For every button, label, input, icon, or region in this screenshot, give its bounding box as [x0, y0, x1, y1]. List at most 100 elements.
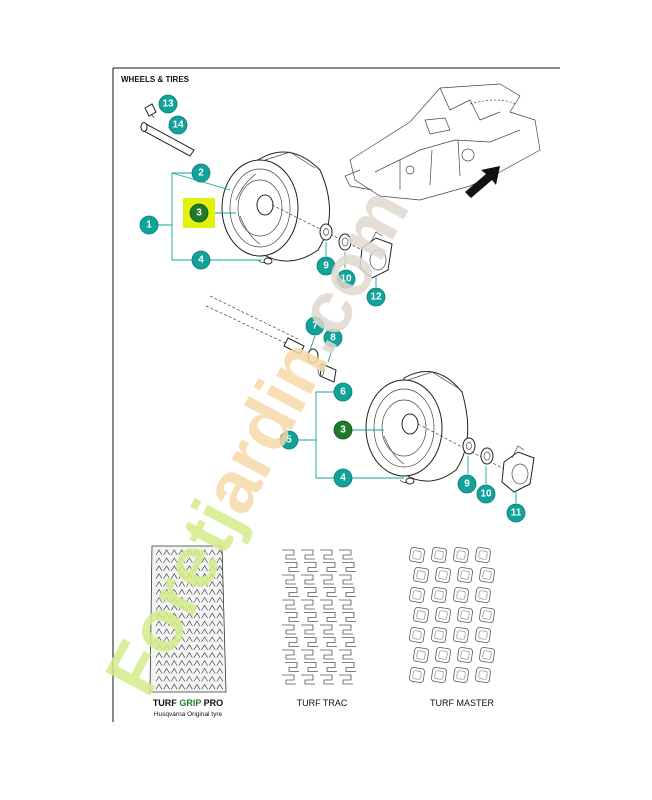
tread-lug-inner	[438, 650, 448, 660]
tread-lug-inner	[434, 630, 444, 640]
tread-lug	[208, 596, 216, 603]
tread-lug	[301, 649, 315, 660]
tread-lug	[216, 573, 224, 579]
tread-lug	[163, 636, 170, 643]
tread-lug	[339, 599, 353, 610]
turf-trac-label: TURF TRAC	[297, 698, 348, 708]
svg-text:9: 9	[464, 479, 470, 490]
tread-lug	[155, 652, 163, 658]
tread-lug	[216, 667, 224, 674]
tread-lug	[163, 620, 170, 627]
tread-lug	[320, 674, 334, 685]
callout-5[interactable]: 5	[279, 430, 299, 450]
tread-lug	[170, 667, 178, 674]
tread-lug-inner	[478, 550, 488, 560]
callout-2-upper[interactable]: 2	[191, 163, 211, 183]
valve-stem-lower	[399, 477, 415, 485]
callout-10-lower[interactable]: 10	[476, 484, 496, 504]
tread-lug	[186, 573, 193, 579]
tread-lug	[208, 573, 216, 579]
tread-lug	[186, 588, 193, 595]
tread-lug	[208, 660, 216, 666]
tread-lug	[304, 562, 318, 572]
tread-lug	[216, 596, 224, 603]
callout-9-upper[interactable]: 9	[316, 256, 336, 276]
callout-1[interactable]: 1	[139, 215, 159, 235]
tread-lug	[170, 636, 178, 643]
tread-lug	[170, 652, 178, 658]
callout-13[interactable]: 13	[158, 94, 178, 114]
tread-lug	[208, 588, 216, 595]
tread-lug	[301, 549, 315, 560]
lower-axle	[205, 295, 337, 383]
tread-lug	[339, 674, 353, 685]
callout-3-upper[interactable]: 3	[189, 203, 209, 223]
washer-9-lower	[462, 437, 476, 455]
tread-lug	[208, 652, 216, 658]
tread-lug	[201, 573, 208, 579]
tread-lug	[201, 565, 208, 571]
tread-lug	[285, 662, 299, 672]
callout-12[interactable]: 12	[366, 287, 386, 307]
watermark-part-1: Foretj	[89, 487, 259, 707]
svg-text:1: 1	[146, 220, 152, 231]
tread-lug	[170, 644, 178, 650]
tread-lug	[342, 662, 356, 672]
tread-lug	[186, 612, 193, 619]
tread-turf-trac	[282, 549, 356, 685]
tread-lug	[178, 549, 186, 556]
tread-lug	[409, 587, 425, 603]
tread-lug	[431, 587, 447, 603]
tread-lug	[431, 667, 447, 683]
tread-lug	[431, 627, 447, 643]
tread-lug-inner	[434, 590, 444, 600]
tread-lug	[304, 612, 318, 622]
tread-lug	[216, 660, 224, 666]
tread-lug	[304, 637, 318, 647]
callout-4-lower[interactable]: 4	[333, 468, 353, 488]
callout-7[interactable]: 7	[305, 316, 325, 336]
tread-lug	[155, 628, 163, 635]
callout-3-lower[interactable]: 3	[333, 420, 353, 440]
tread-lug	[178, 675, 186, 682]
tread-lug-inner	[412, 590, 422, 600]
tread-lug	[435, 607, 451, 623]
callout-8[interactable]: 8	[323, 328, 343, 348]
tread-lug	[208, 557, 216, 564]
tread-lug	[155, 604, 163, 611]
tread-lug	[301, 624, 315, 635]
tread-lug	[409, 667, 425, 683]
tread-lug	[282, 624, 296, 635]
tread-lug	[178, 596, 186, 603]
callout-9-lower[interactable]: 9	[457, 474, 477, 494]
tread-lug	[186, 604, 193, 611]
tread-lug-inner	[416, 610, 426, 620]
tread-lug	[163, 644, 170, 650]
svg-text:12: 12	[370, 292, 382, 303]
tread-lug	[193, 620, 201, 627]
tread-lug	[193, 628, 201, 635]
callout-10-upper[interactable]: 10	[336, 269, 356, 289]
tread-lug	[163, 667, 170, 674]
tread-lug	[413, 607, 429, 623]
svg-text:5: 5	[286, 435, 292, 446]
tread-lug	[163, 596, 170, 603]
tread-lug-inner	[416, 650, 426, 660]
callout-4-upper[interactable]: 4	[191, 250, 211, 270]
tread-lug	[155, 620, 163, 627]
turf-grip-pro-label: TURF GRIP PRO	[153, 698, 223, 708]
turf-master-label: TURF MASTER	[430, 698, 494, 708]
tread-lug	[282, 549, 296, 560]
tread-lug	[201, 644, 208, 650]
svg-text:8: 8	[330, 333, 336, 344]
callout-11[interactable]: 11	[506, 503, 526, 523]
tread-lug	[193, 565, 201, 571]
callout-14[interactable]: 14	[168, 115, 188, 135]
tread-lug	[453, 667, 469, 683]
tread-lug	[163, 573, 170, 579]
tread-lug	[475, 587, 491, 603]
svg-text:2: 2	[198, 168, 204, 179]
tread-lug	[216, 628, 224, 635]
tread-lug-inner	[416, 570, 426, 580]
callout-6[interactable]: 6	[333, 382, 353, 402]
